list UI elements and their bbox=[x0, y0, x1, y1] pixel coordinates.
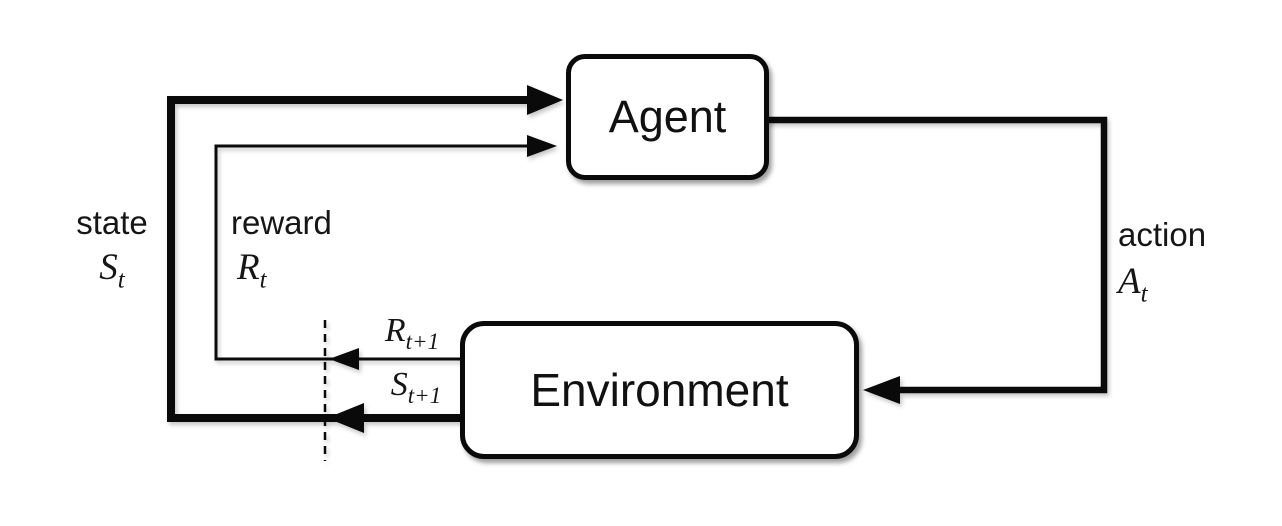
action-symbol-subscript: t bbox=[1140, 280, 1148, 308]
next-state-symbol-subscript: t+1 bbox=[407, 382, 442, 408]
state-label: state bbox=[76, 204, 148, 241]
action-symbol-main: A bbox=[1118, 261, 1141, 302]
state-symbol-main: S bbox=[99, 247, 118, 288]
action-label: action bbox=[1118, 216, 1207, 253]
action-loop-line bbox=[766, 116, 1108, 394]
next-reward-symbol: Rt+1 bbox=[352, 312, 472, 353]
action-symbol: At bbox=[1118, 260, 1148, 306]
state-loop-line bbox=[167, 96, 534, 422]
reward-symbol-main: R bbox=[237, 247, 260, 288]
state-arrowhead-divider-icon bbox=[327, 403, 364, 433]
reward-symbol-subscript: t bbox=[259, 266, 267, 294]
state-arrowhead-agent-icon bbox=[527, 85, 563, 115]
reward-symbol: Rt bbox=[237, 246, 267, 292]
environment-node: Environment bbox=[460, 321, 859, 459]
next-state-symbol: St+1 bbox=[352, 366, 480, 407]
state-symbol-subscript: t bbox=[117, 266, 125, 294]
action-arrowhead-environment-icon bbox=[863, 376, 900, 404]
next-reward-symbol-main: R bbox=[384, 312, 406, 349]
environment-node-label: Environment bbox=[530, 364, 789, 416]
agent-node: Agent bbox=[566, 54, 769, 180]
next-state-symbol-main: S bbox=[390, 366, 408, 403]
reward-label: reward bbox=[231, 204, 332, 241]
next-reward-symbol-subscript: t+1 bbox=[405, 328, 440, 354]
agent-node-label: Agent bbox=[608, 91, 727, 142]
reward-arrowhead-divider-icon bbox=[329, 348, 359, 370]
state-symbol: St bbox=[52, 246, 172, 292]
reward-arrowhead-agent-icon bbox=[527, 135, 557, 157]
